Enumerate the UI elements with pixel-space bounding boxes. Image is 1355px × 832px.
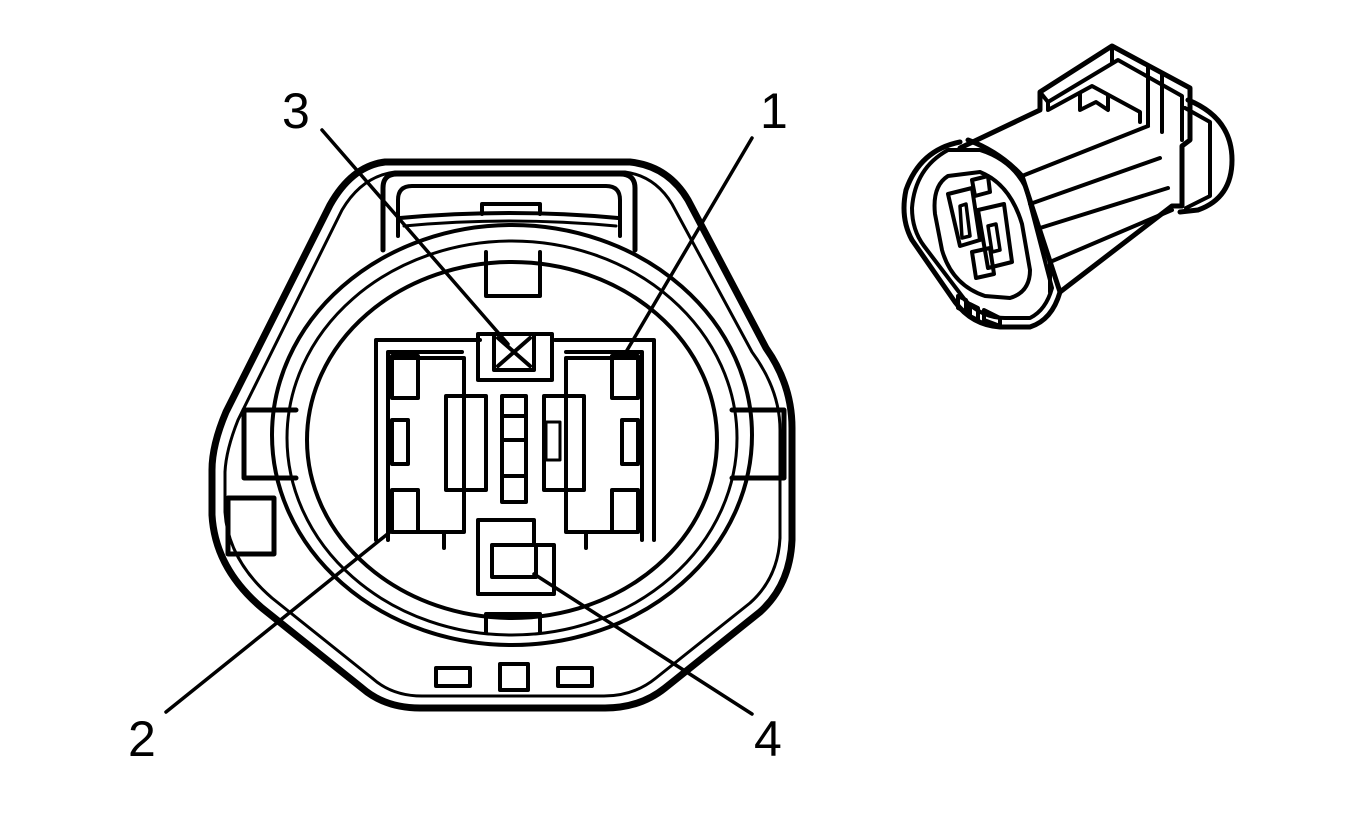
pin-2-label: 2 [128, 711, 156, 767]
pin-4-cavity [476, 518, 556, 596]
inner-housing [223, 170, 782, 698]
bottom-rib [484, 612, 542, 634]
pin-2-terminal [390, 354, 488, 550]
left-side-tab [241, 407, 299, 481]
pin-1-leader-line [624, 136, 754, 354]
iso-bottom-slots [956, 294, 1002, 328]
pin-3-leader-line [320, 128, 510, 346]
seal-ring-outer [270, 223, 754, 647]
terminal-frame [374, 338, 656, 542]
pin-1-terminal [542, 354, 640, 550]
iso-terminal-cavities [946, 174, 1014, 280]
lower-left-block [225, 495, 277, 557]
bottom-slot-center [498, 662, 530, 692]
front-face-inner [932, 170, 1032, 300]
connector-face-view [164, 128, 796, 716]
pin-1-label: 1 [760, 83, 788, 139]
pin-3-cavity [476, 332, 554, 382]
top-rib [484, 250, 542, 298]
center-key [500, 394, 562, 504]
bottom-slot-left [434, 666, 472, 688]
pin-4-leader-line [532, 572, 754, 716]
bottom-slot-right [556, 666, 594, 688]
rear-boss [1177, 97, 1235, 215]
pin-3-label: 3 [282, 83, 310, 139]
seal-ring-middle [285, 239, 739, 637]
right-side-tab [729, 407, 787, 481]
connector-isometric-view [901, 43, 1235, 330]
front-face-outer [901, 139, 1063, 330]
body-top [957, 43, 1193, 209]
top-latch [380, 171, 638, 253]
seal-ring-inner [305, 260, 719, 620]
outer-housing [208, 158, 796, 712]
pin-4-label: 4 [754, 711, 782, 767]
pin-2-leader-line [164, 530, 392, 714]
